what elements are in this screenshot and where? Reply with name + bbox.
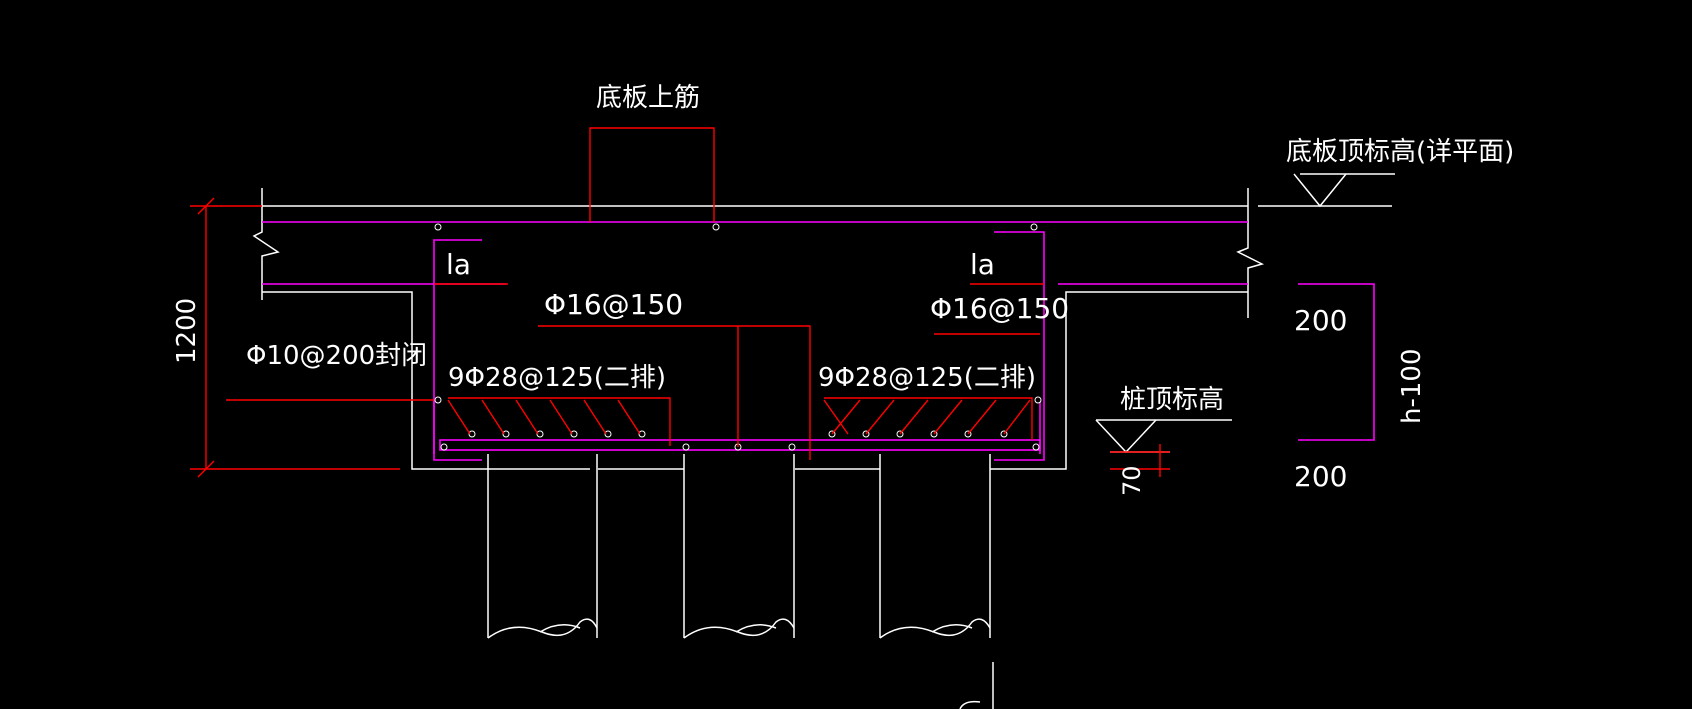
bottom-right-leader bbox=[824, 397, 1033, 440]
top-rebar-label: 底板上筋 bbox=[596, 83, 700, 113]
pile-3 bbox=[879, 454, 991, 639]
la-right-label: la bbox=[970, 248, 995, 281]
pile-top-elev-label: 桩顶标高 bbox=[1120, 385, 1224, 415]
axis-mark bbox=[959, 700, 981, 709]
hatch-right bbox=[823, 399, 1031, 435]
right-cage-bar bbox=[994, 231, 1045, 461]
annotations: 底板上筋 底板顶标高(详平面) la la 1200 Φ10@200封闭 Φ16… bbox=[172, 83, 1514, 496]
dim-200-top-label: 200 bbox=[1294, 304, 1347, 337]
concrete-outline bbox=[252, 173, 1395, 709]
dim-200-bottom-label: 200 bbox=[1294, 460, 1347, 493]
la-left-label: la bbox=[446, 248, 471, 281]
slab-bottom-right-line bbox=[990, 291, 1248, 470]
right-break-line bbox=[1236, 188, 1265, 318]
rebar-layout bbox=[262, 221, 1375, 461]
bottom-bars-left-label: 9Φ28@125(二排) bbox=[448, 363, 666, 393]
middle-bar-right-label: Φ16@150 bbox=[930, 292, 1069, 325]
left-cage-bar bbox=[433, 239, 482, 461]
pile-2 bbox=[683, 454, 795, 639]
middle-bar-left-label: Φ16@150 bbox=[544, 288, 683, 321]
dim-bracket bbox=[1298, 283, 1375, 441]
slab-elev-triangle bbox=[1293, 173, 1347, 208]
dim-70-label: 70 bbox=[1118, 465, 1146, 496]
dim-h100-label: h-100 bbox=[1397, 349, 1427, 425]
left-break-line bbox=[252, 188, 280, 300]
stirrup-label: Φ10@200封闭 bbox=[246, 341, 427, 371]
top-rebar-leader bbox=[589, 127, 715, 222]
pile-1 bbox=[487, 454, 598, 639]
hatch-left bbox=[447, 399, 641, 435]
bottom-left-leader bbox=[448, 397, 671, 446]
rebar-dots bbox=[434, 223, 1042, 451]
pile-elev-triangle bbox=[1095, 419, 1157, 454]
slab-top-elev-label: 底板顶标高(详平面) bbox=[1286, 137, 1514, 167]
leader-lines bbox=[190, 127, 1170, 478]
middle-bar-leader2 bbox=[738, 325, 811, 460]
bottom-bars-right-label: 9Φ28@125(二排) bbox=[818, 363, 1036, 393]
slab-bottom-left-line bbox=[262, 291, 590, 470]
total-depth-label: 1200 bbox=[172, 298, 202, 364]
